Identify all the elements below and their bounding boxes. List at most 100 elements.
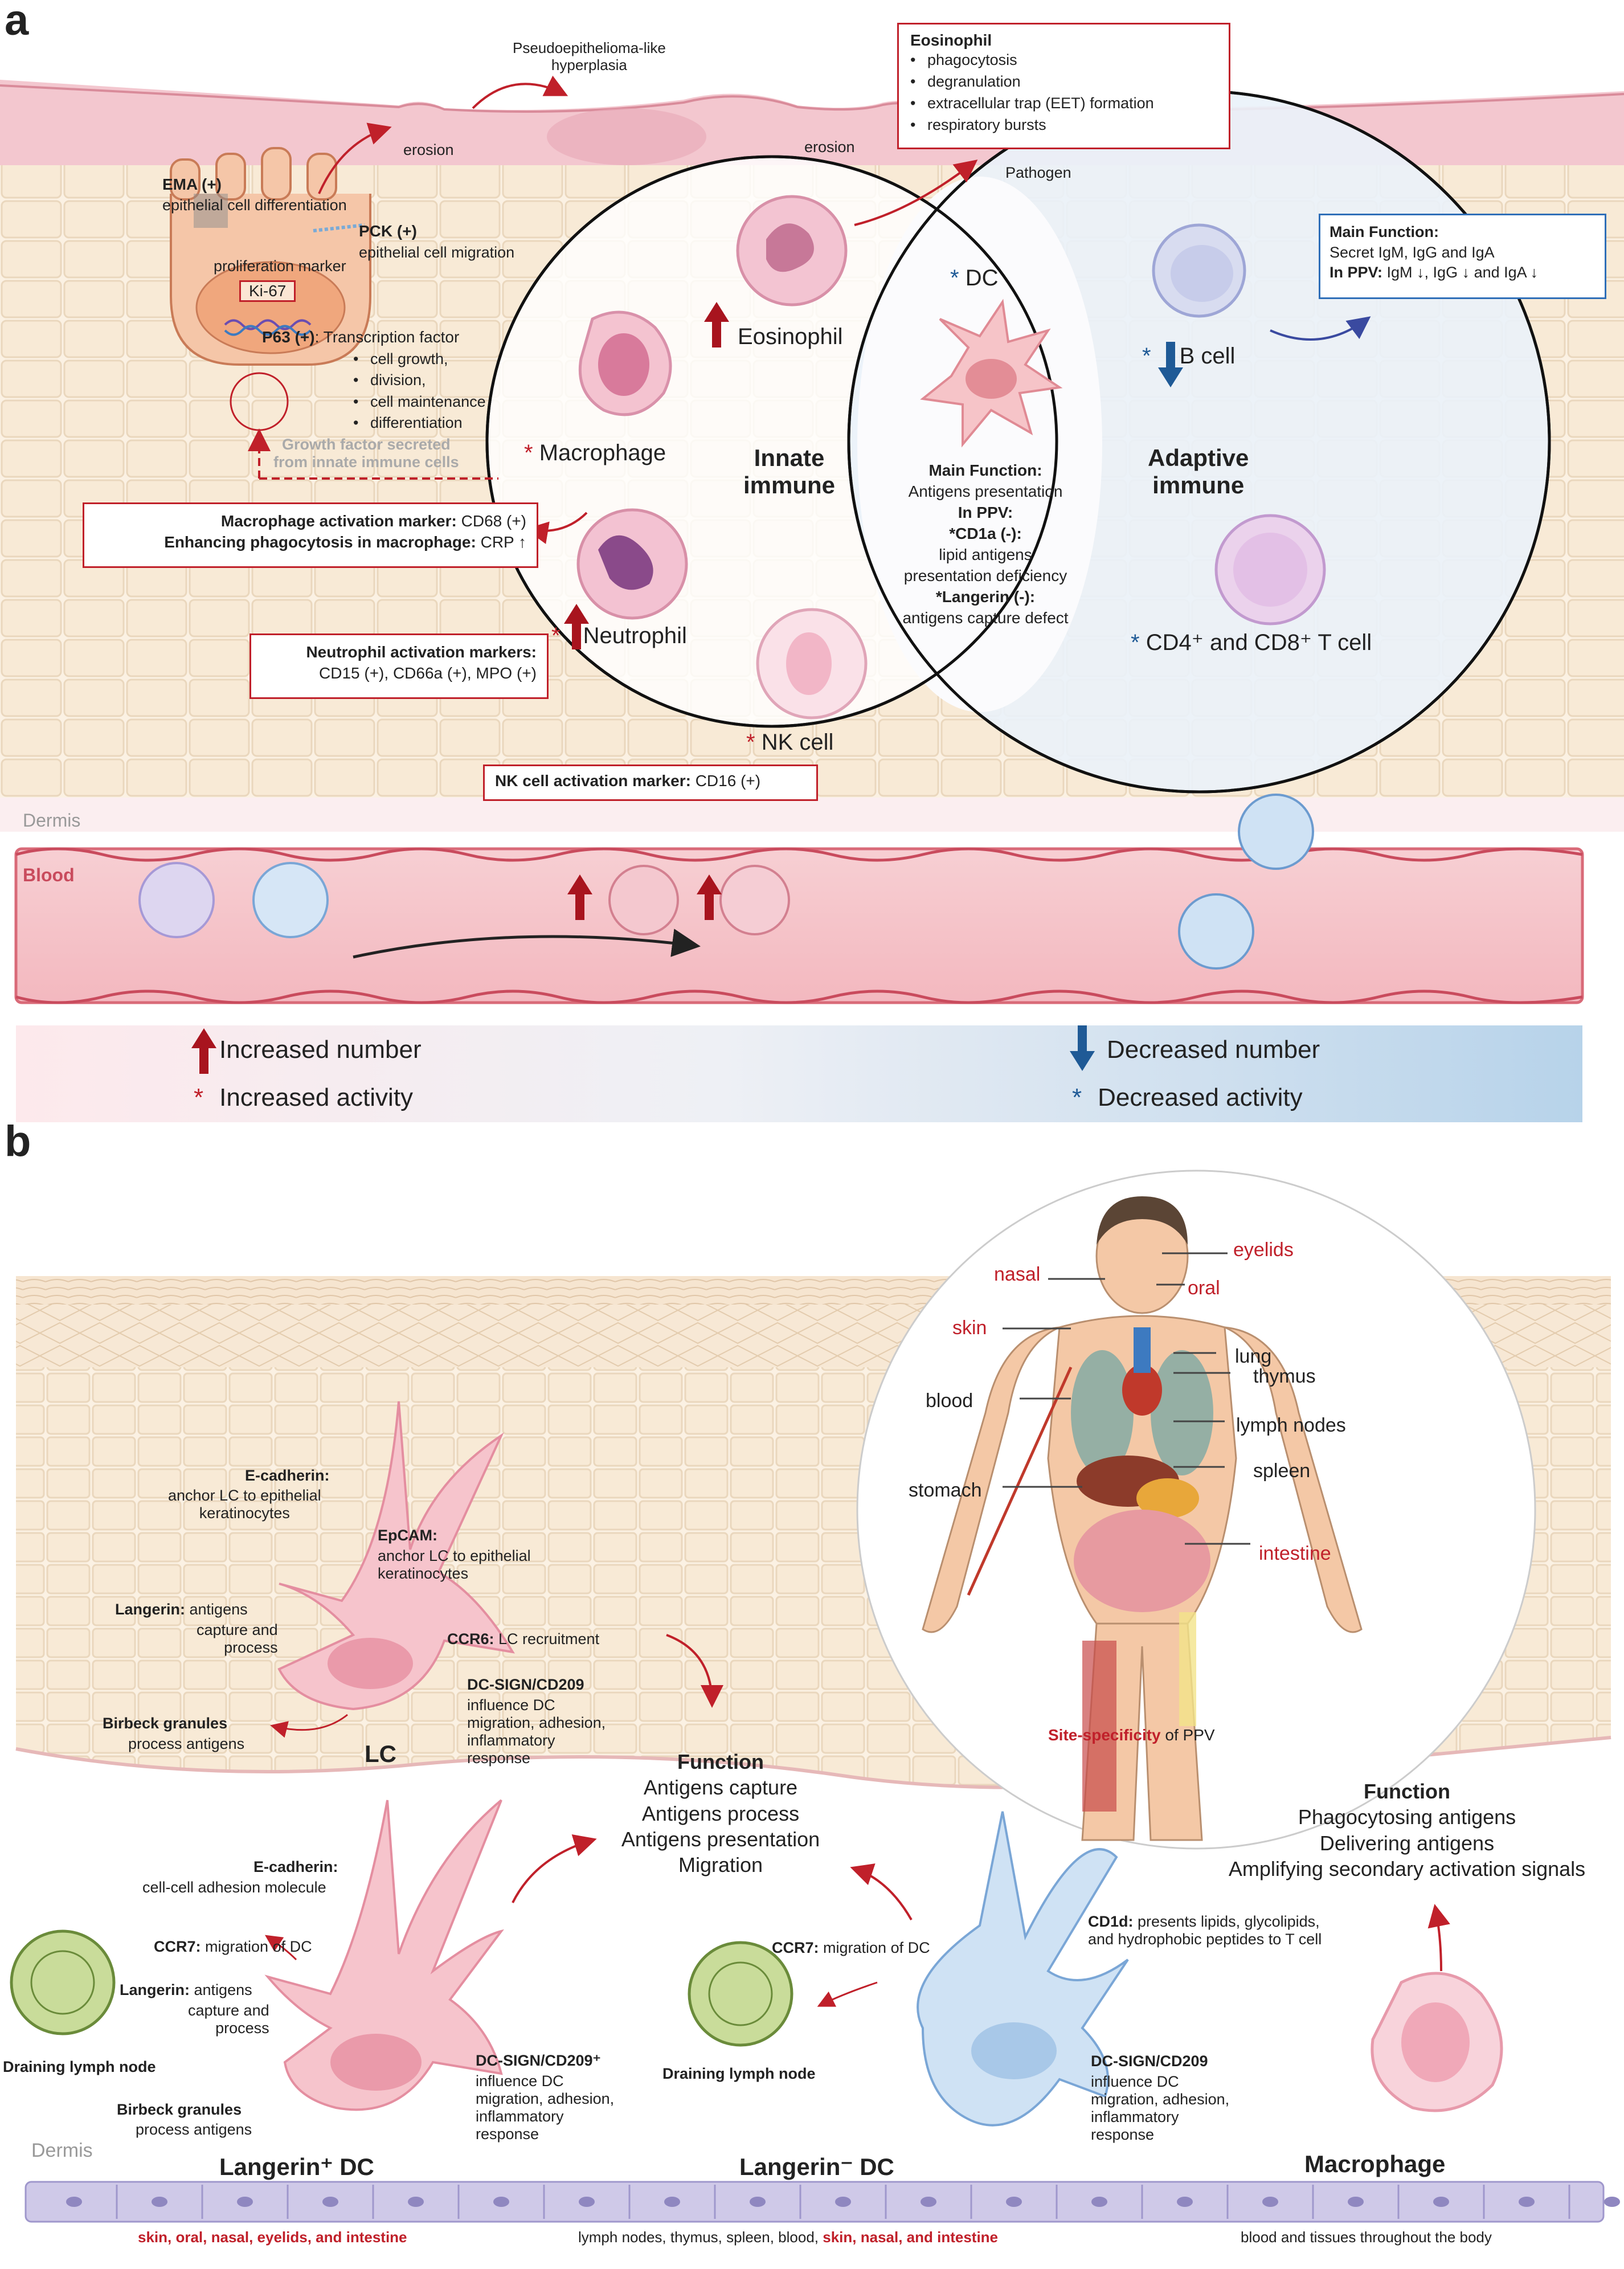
macrophage-activity-star: *	[524, 440, 533, 465]
panel-b-arrows	[265, 1634, 1450, 2007]
langerin-neg-dc-label: Langerin⁻ DC	[739, 2153, 894, 2180]
bottom-cell-strip	[66, 2185, 1620, 2219]
lc-ecad-label: E-cadherin:	[245, 1467, 330, 1484]
vessel-cell-nucleus	[1177, 2197, 1193, 2207]
dc-overlap	[857, 177, 1102, 712]
lc-birbeck-desc: process antigens	[128, 1735, 245, 1752]
p63-item: cell growth,	[353, 349, 486, 370]
macrophage-sites: blood and tissues throughout the body	[1241, 2229, 1492, 2246]
vessel-cell-nucleus	[750, 2197, 766, 2207]
body-label-eyelids: eyelids	[1233, 1239, 1294, 1261]
lpdc-ecad-desc: cell-cell adhesion molecule	[142, 1879, 326, 1896]
dc-activity-star: *	[950, 265, 959, 291]
panel-a-label: a	[5, 0, 29, 44]
dc-in-ppv: In PPV:	[958, 503, 1013, 521]
innate-cells	[576, 195, 1063, 719]
langerin-pos-dc-cell	[264, 1799, 504, 2111]
lc-dcsign-label: DC-SIGN/CD209	[467, 1676, 584, 1693]
nk-marker-box: NK cell activation marker: CD16 (+)	[483, 764, 818, 801]
lpdc-birbeck-desc: process antigens	[136, 2121, 252, 2138]
macrophage-cell-b	[1371, 1972, 1503, 2112]
lpdc-langerin-label: Langerin:	[120, 1981, 190, 1998]
eosinophil-function-box: Eosinophil phagocytosis degranulation ex…	[897, 23, 1230, 149]
lndc-sites: lymph nodes, thymus, spleen, blood,	[578, 2229, 823, 2246]
vessel-cell-nucleus	[322, 2197, 338, 2207]
vessel-cell-nucleus	[408, 2197, 424, 2207]
p63-list: cell growth, division, cell maintenance …	[353, 349, 486, 434]
body-label-lymph-nodes: lymph nodes	[1236, 1414, 1346, 1436]
proliferation-label: proliferation marker	[214, 257, 346, 275]
vessel-cell-nucleus	[921, 2197, 936, 2207]
tcell-activity-star: *	[1131, 630, 1140, 655]
lc-ccr6-label: CCR6:	[447, 1630, 494, 1647]
panel-b-label: b	[5, 1117, 31, 1166]
lc-epcam-desc: anchor LC to epithelial keratinocytes	[378, 1547, 531, 1583]
body-label-intestine: intestine	[1259, 1543, 1331, 1564]
legend-increased-activity: Increased activity	[219, 1084, 414, 1111]
macrophage-function-item: Phagocytosing antigens	[1298, 1805, 1516, 1829]
langerin-neg-dc-cell	[917, 1811, 1129, 2127]
vessel-cell-nucleus	[1348, 2197, 1364, 2207]
body-label-skin: skin	[952, 1317, 987, 1339]
dc-label: DC	[965, 265, 999, 291]
ema-desc: epithelial cell differentiation	[162, 197, 347, 214]
vessel-cell-nucleus	[237, 2197, 253, 2207]
body-label-thymus: thymus	[1253, 1366, 1316, 1387]
dc-function-text: Main Function: Antigens presentation In …	[872, 460, 1099, 629]
body-label-lung: lung	[1235, 1346, 1272, 1367]
body-label-nasal: nasal	[994, 1264, 1041, 1285]
lndc-sites-red: skin, nasal, and intestine	[823, 2229, 999, 2246]
legend-decreased-number: Decreased number	[1107, 1036, 1320, 1064]
vessel-cell-nucleus	[1006, 2197, 1022, 2207]
eosinophil-item: degranulation	[910, 71, 1217, 93]
legend-star-blue: *	[1072, 1084, 1082, 1111]
macrophage-marker-box: Macrophage activation marker: CD68 (+) E…	[83, 502, 538, 568]
adaptive-title: Adaptive immune	[1148, 444, 1249, 499]
vessel-cell-nucleus	[66, 2197, 82, 2207]
legend-star-red: *	[194, 1084, 204, 1111]
lc-langerin-label: Langerin:	[115, 1601, 186, 1618]
dc-function-block: Function Antigens capture Antigens proce…	[607, 1749, 835, 1878]
legend-decreased-activity: Decreased activity	[1098, 1084, 1303, 1111]
ema-label: EMA (+)	[162, 175, 222, 193]
dc-function-item: Antigens process	[641, 1801, 800, 1825]
p63-item: differentiation	[353, 412, 486, 434]
macrophage-function-block: Function Phagocytosing antigens Deliveri…	[1208, 1779, 1606, 1882]
body-label-oral: oral	[1188, 1277, 1220, 1299]
lpdc-dcsign-desc: influence DC migration, adhesion, inflam…	[476, 2072, 615, 2143]
dc-cd1a: *CD1a (-):	[949, 524, 1022, 542]
nk-marker-label: NK cell activation marker:	[495, 772, 691, 790]
p63-item: cell maintenance	[353, 391, 486, 413]
bcell-activity-star: *	[1142, 344, 1151, 369]
dc-langerin-desc: antigens capture defect	[902, 608, 1069, 627]
dc-main-function-title: Main Function:	[928, 461, 1042, 479]
macrophage-function-item: Amplifying secondary activation signals	[1228, 1857, 1586, 1881]
macrophage-label: Macrophage	[539, 440, 666, 465]
eosinophil-item: respiratory bursts	[910, 115, 1217, 136]
nk-label: NK cell	[761, 730, 834, 755]
macrophage-function-item: Delivering antigens	[1319, 1831, 1495, 1855]
lpdc-ecad-label: E-cadherin:	[253, 1858, 338, 1875]
vessel-cell-nucleus	[835, 2197, 851, 2207]
body-label-stomach: stomach	[909, 1479, 982, 1501]
lpdc-ccr7-label: CCR7:	[154, 1938, 201, 1955]
lpdc-lymph-label: Draining lymph node	[3, 2058, 156, 2075]
nk-activity-star: *	[746, 730, 755, 755]
dc-cd1a-desc: lipid antigens presentation deficiency	[903, 545, 1067, 584]
tcell-label: CD4⁺ and CD8⁺ T cell	[1146, 630, 1372, 655]
neutrophil-marker-desc: CD15 (+), CD66a (+), MPO (+)	[319, 664, 537, 682]
bcell-box-ppv: In PPV:	[1330, 264, 1383, 281]
innate-title: Innate immune	[743, 444, 836, 499]
vessel-cell-nucleus	[1519, 2197, 1535, 2207]
bcell-function-box: Main Function: Secret IgM, IgG and IgA I…	[1319, 214, 1606, 299]
dc-main-function: Antigens presentation	[908, 482, 1063, 500]
eosinophil-label: Eosinophil	[738, 324, 843, 349]
dc-function-item: Antigens capture	[643, 1776, 798, 1800]
dermis-label-a: Dermis	[23, 810, 81, 831]
macrophage-label-b: Macrophage	[1304, 2151, 1446, 2177]
crp-label: Enhancing phagocytosis in macrophage:	[164, 533, 476, 551]
p63-item: division,	[353, 370, 486, 391]
vessel-cell-nucleus	[1604, 2197, 1620, 2207]
pck-label: PCK (+)	[359, 222, 417, 240]
hyperplasia-label: Pseudoepithelioma-like hyperplasia	[513, 39, 666, 73]
